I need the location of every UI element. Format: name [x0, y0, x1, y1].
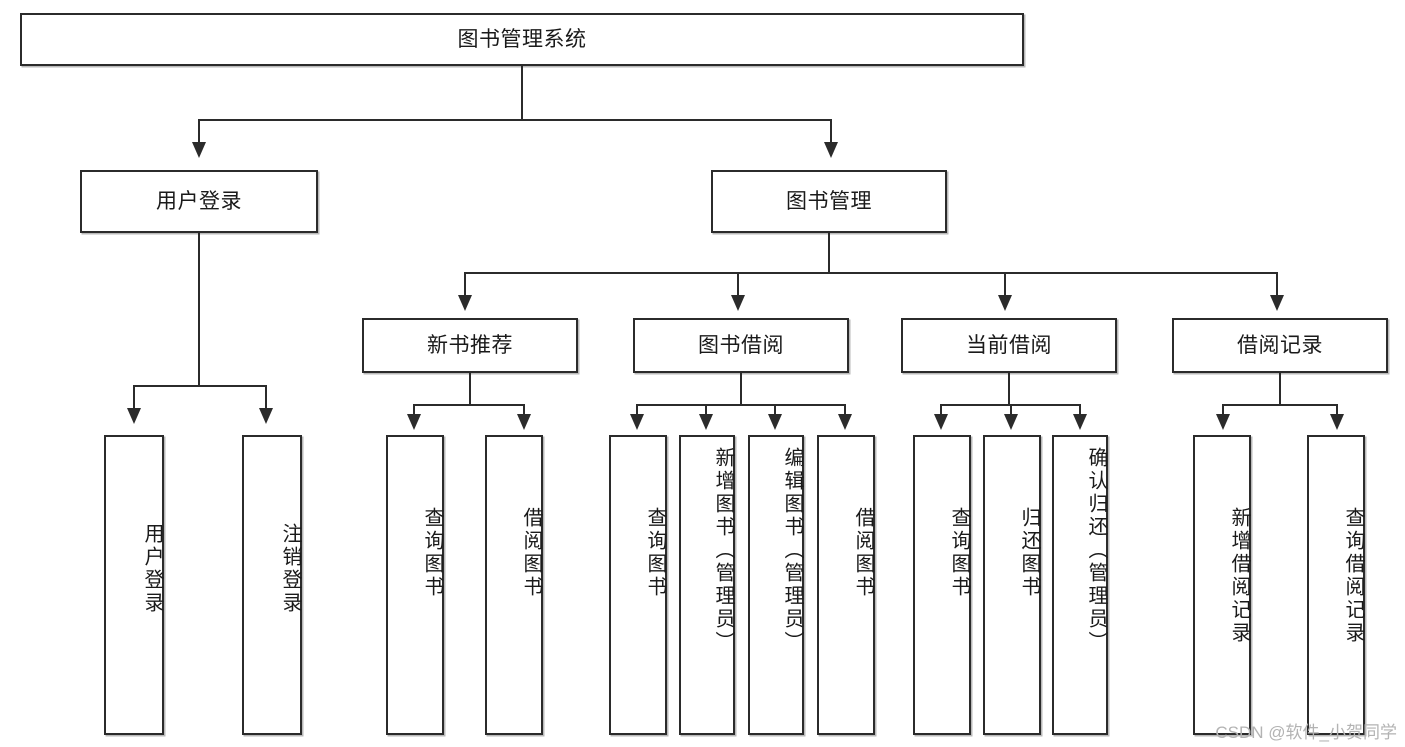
leaf-user-login[interactable]: 用户登录	[104, 435, 164, 735]
node-label: 新书推荐	[427, 333, 513, 357]
node-label: 当前借阅	[966, 333, 1052, 357]
arrow-login-to-leaf1	[127, 408, 141, 424]
leaf-bookborrow-borrow-book[interactable]: 借阅图书	[817, 435, 875, 735]
leaf-bookborrow-add-book-admin[interactable]: 新增图书（管理员）	[679, 435, 735, 735]
arrow-bookborrow-to-leaf3	[768, 414, 782, 430]
node-current-borrow[interactable]: 当前借阅	[901, 318, 1117, 373]
leaf-label: 新增图书（管理员）	[712, 447, 734, 654]
leaf-label: 新增借阅记录	[1228, 507, 1250, 645]
connector-bookborrow-stem	[740, 373, 742, 405]
leaf-label: 查询图书	[644, 507, 666, 599]
arrow-bookmgmt-to-c3	[998, 295, 1012, 311]
node-label: 用户登录	[156, 189, 242, 213]
arrow-bookmgmt-to-c1	[458, 295, 472, 311]
connector-currentborrow-to-leaf2	[1010, 404, 1012, 420]
leaf-borrowrecord-query-record[interactable]: 查询借阅记录	[1307, 435, 1365, 735]
connector-root-to-bookmgmt	[830, 119, 832, 145]
leaf-bookborrow-edit-book-admin[interactable]: 编辑图书（管理员）	[748, 435, 804, 735]
connector-root-to-login	[198, 119, 200, 145]
arrow-newbook-to-leaf1	[407, 414, 421, 430]
node-user-login[interactable]: 用户登录	[80, 170, 318, 233]
node-label: 图书借阅	[698, 333, 784, 357]
leaf-label: 查询图书	[421, 507, 443, 599]
connector-bookmgmt-to-c2	[737, 272, 739, 298]
arrow-bookmgmt-to-c2	[731, 295, 745, 311]
connector-newbook-bus	[413, 404, 525, 406]
connector-newbook-to-leaf1	[413, 404, 415, 420]
arrow-root-to-login	[192, 142, 206, 158]
leaf-bookborrow-query-book[interactable]: 查询图书	[609, 435, 667, 735]
connector-currentborrow-to-leaf1	[940, 404, 942, 420]
leaf-label: 用户登录	[141, 523, 163, 615]
connector-bookborrow-to-leaf3	[774, 404, 776, 420]
connector-borrowrecord-stem	[1279, 373, 1281, 405]
connector-bookborrow-to-leaf1	[636, 404, 638, 420]
connector-login-to-leaf2	[265, 385, 267, 411]
node-book-management[interactable]: 图书管理	[711, 170, 947, 233]
node-book-borrow[interactable]: 图书借阅	[633, 318, 849, 373]
connector-bookborrow-to-leaf2	[705, 404, 707, 420]
arrow-currentborrow-to-leaf2	[1004, 414, 1018, 430]
leaf-logout[interactable]: 注销登录	[242, 435, 302, 735]
connector-bookmgmt-to-c4	[1276, 272, 1278, 298]
leaf-label: 确认归还（管理员）	[1085, 447, 1107, 654]
arrow-bookmgmt-to-c4	[1270, 295, 1284, 311]
connector-login-to-leaf1	[133, 385, 135, 411]
arrow-root-to-bookmgmt	[824, 142, 838, 158]
leaf-currentborrow-confirm-return-admin[interactable]: 确认归还（管理员）	[1052, 435, 1108, 735]
leaf-label: 注销登录	[279, 523, 301, 615]
connector-bookborrow-bus	[636, 404, 846, 406]
connector-root-bus	[198, 119, 832, 121]
arrow-bookborrow-to-leaf1	[630, 414, 644, 430]
connector-borrowrecord-to-leaf2	[1336, 404, 1338, 420]
connector-borrowrecord-bus	[1222, 404, 1338, 406]
connector-bookmgmt-to-c1	[464, 272, 466, 298]
leaf-currentborrow-return-book[interactable]: 归还图书	[983, 435, 1041, 735]
connector-newbook-to-leaf2	[523, 404, 525, 420]
leaf-borrowrecord-add-record[interactable]: 新增借阅记录	[1193, 435, 1251, 735]
arrow-borrowrecord-to-leaf2	[1330, 414, 1344, 430]
leaf-newbook-borrow-book[interactable]: 借阅图书	[485, 435, 543, 735]
node-label: 借阅记录	[1237, 333, 1323, 357]
arrow-currentborrow-to-leaf1	[934, 414, 948, 430]
connector-bookborrow-to-leaf4	[844, 404, 846, 420]
arrow-bookborrow-to-leaf4	[838, 414, 852, 430]
node-root-system[interactable]: 图书管理系统	[20, 13, 1024, 66]
node-new-book-recommend[interactable]: 新书推荐	[362, 318, 578, 373]
leaf-label: 归还图书	[1018, 507, 1040, 599]
connector-currentborrow-stem	[1008, 373, 1010, 405]
connector-bookmgmt-bus	[464, 272, 1278, 274]
leaf-label: 借阅图书	[852, 507, 874, 599]
connector-login-bus	[133, 385, 267, 387]
node-label: 图书管理系统	[457, 27, 587, 51]
leaf-currentborrow-query-book[interactable]: 查询图书	[913, 435, 971, 735]
arrow-login-to-leaf2	[259, 408, 273, 424]
connector-login-stem	[198, 233, 200, 386]
connector-bookmgmt-stem	[828, 233, 830, 273]
connector-root-stem	[521, 66, 523, 120]
node-label: 图书管理	[786, 189, 872, 213]
connector-currentborrow-to-leaf3	[1079, 404, 1081, 420]
arrow-currentborrow-to-leaf3	[1073, 414, 1087, 430]
connector-borrowrecord-to-leaf1	[1222, 404, 1224, 420]
leaf-label: 查询图书	[948, 507, 970, 599]
node-borrow-record[interactable]: 借阅记录	[1172, 318, 1388, 373]
connector-newbook-stem	[469, 373, 471, 405]
arrow-newbook-to-leaf2	[517, 414, 531, 430]
leaf-label: 查询借阅记录	[1342, 507, 1364, 645]
leaf-label: 借阅图书	[520, 507, 542, 599]
arrow-borrowrecord-to-leaf1	[1216, 414, 1230, 430]
arrow-bookborrow-to-leaf2	[699, 414, 713, 430]
leaf-newbook-query-book[interactable]: 查询图书	[386, 435, 444, 735]
leaf-label: 编辑图书（管理员）	[781, 447, 803, 654]
connector-bookmgmt-to-c3	[1004, 272, 1006, 298]
